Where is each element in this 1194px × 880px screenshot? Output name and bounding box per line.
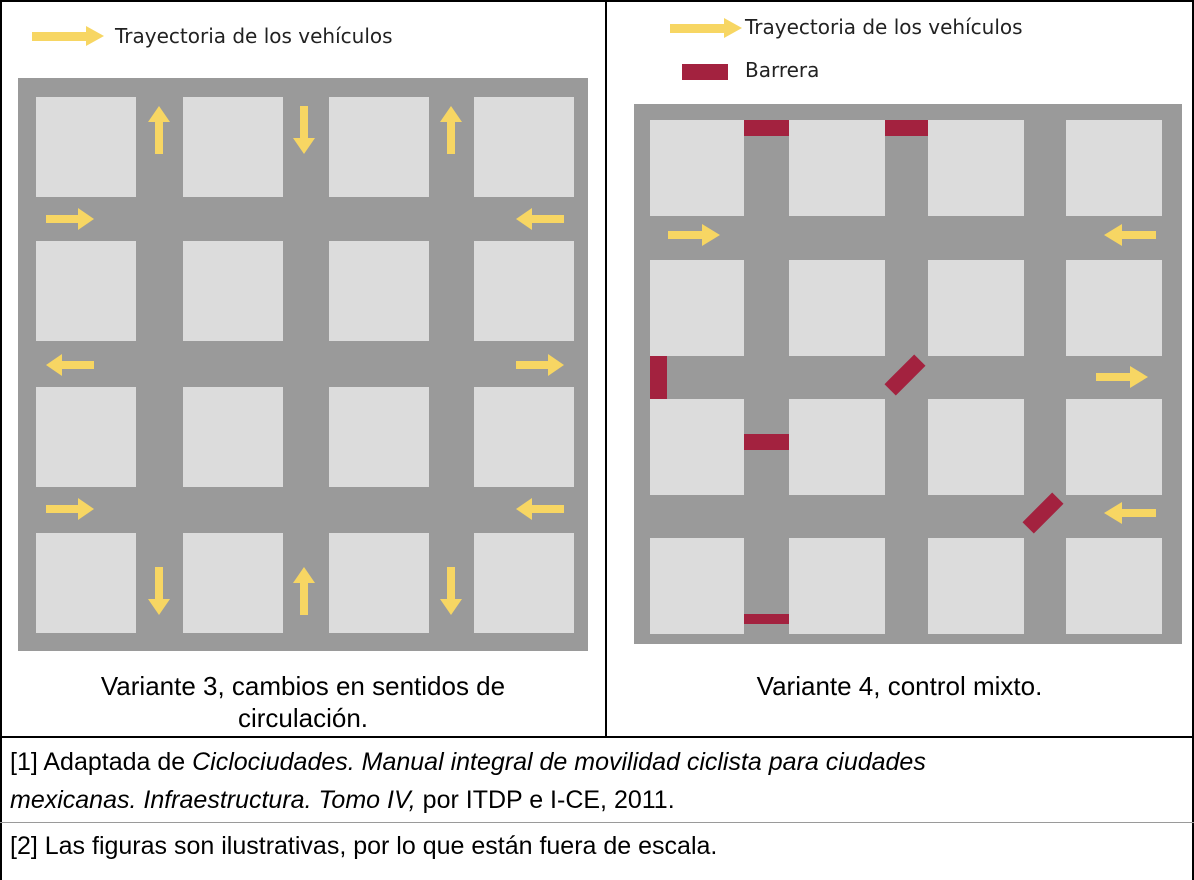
variant-3-caption-line1: Variante 3, cambios en sentidos de bbox=[100, 671, 506, 701]
table-row-divider bbox=[0, 736, 1194, 738]
legend-arrow-icon bbox=[32, 26, 104, 46]
variant-3-caption-line2: circulación. bbox=[237, 703, 369, 733]
footnote-1-title-a: Ciclociudades. Manual integral de movili… bbox=[192, 748, 926, 776]
table-border-top bbox=[0, 0, 1194, 2]
barriers bbox=[650, 120, 1064, 624]
footnote-1-continued: mexicanas. Infraestructura. Tomo IV, por… bbox=[10, 786, 675, 815]
city-blocks bbox=[36, 97, 574, 633]
variant-3-caption: Variante 3, cambios en sentidos de circu… bbox=[18, 670, 588, 734]
variant-4-caption: Variante 4, control mixto. bbox=[756, 671, 1043, 701]
barrier-icon bbox=[744, 120, 789, 136]
legend-barrier-label: Barrera bbox=[745, 58, 820, 82]
barrier-icon bbox=[885, 120, 928, 136]
legend-trajectory-label: Trayectoria de los vehículos bbox=[745, 15, 1023, 39]
barrier-icon bbox=[650, 356, 667, 399]
footnote-2: [2] Las figuras son ilustrativas, por lo… bbox=[10, 832, 718, 860]
legend-arrow-icon bbox=[670, 18, 742, 38]
table-border-right bbox=[1192, 0, 1194, 880]
footnote-1-title-b: mexicanas. Infraestructura. Tomo IV, bbox=[10, 786, 416, 814]
legend-barrier-swatch-icon bbox=[682, 64, 728, 80]
table-border-left bbox=[0, 0, 2, 880]
barrier-icon bbox=[744, 614, 789, 624]
barrier-icon bbox=[1022, 492, 1064, 534]
footnote-1-suffix: por ITDP e I-CE, 2011. bbox=[415, 786, 675, 814]
city-blocks bbox=[650, 120, 1162, 634]
barrier-icon bbox=[744, 434, 789, 450]
legend-trajectory-label: Trayectoria de los vehículos bbox=[115, 24, 393, 48]
notes-divider bbox=[0, 822, 1194, 823]
variant-4-diagram bbox=[634, 104, 1182, 644]
footnote-1-prefix: [1] Adaptada de bbox=[10, 748, 193, 776]
footnote-1: [1] Adaptada de Ciclociudades. Manual in… bbox=[10, 748, 926, 777]
table-column-divider bbox=[605, 0, 607, 738]
barrier-icon bbox=[884, 354, 926, 396]
variant-3-diagram bbox=[18, 78, 588, 651]
